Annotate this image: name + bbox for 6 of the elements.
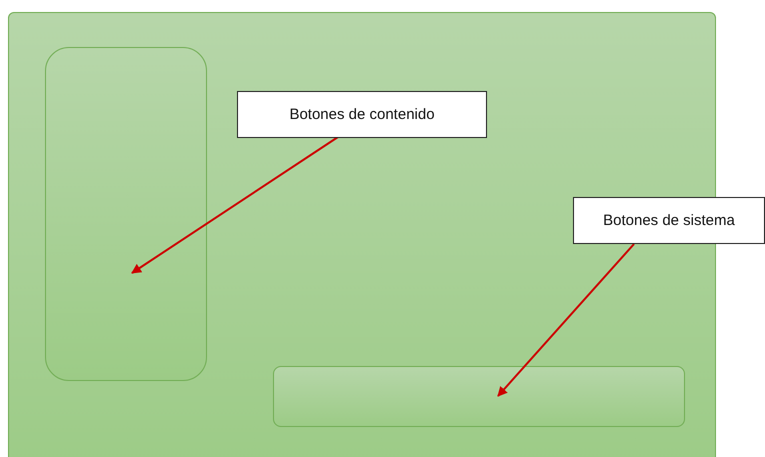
leader-arrow [497,243,635,397]
callout-label: Botones de sistema [573,197,765,244]
system-button-bar [273,366,685,427]
leader-arrow [131,136,339,274]
callout-label: Botones de contenido [237,91,487,138]
content-button-area [45,47,207,381]
